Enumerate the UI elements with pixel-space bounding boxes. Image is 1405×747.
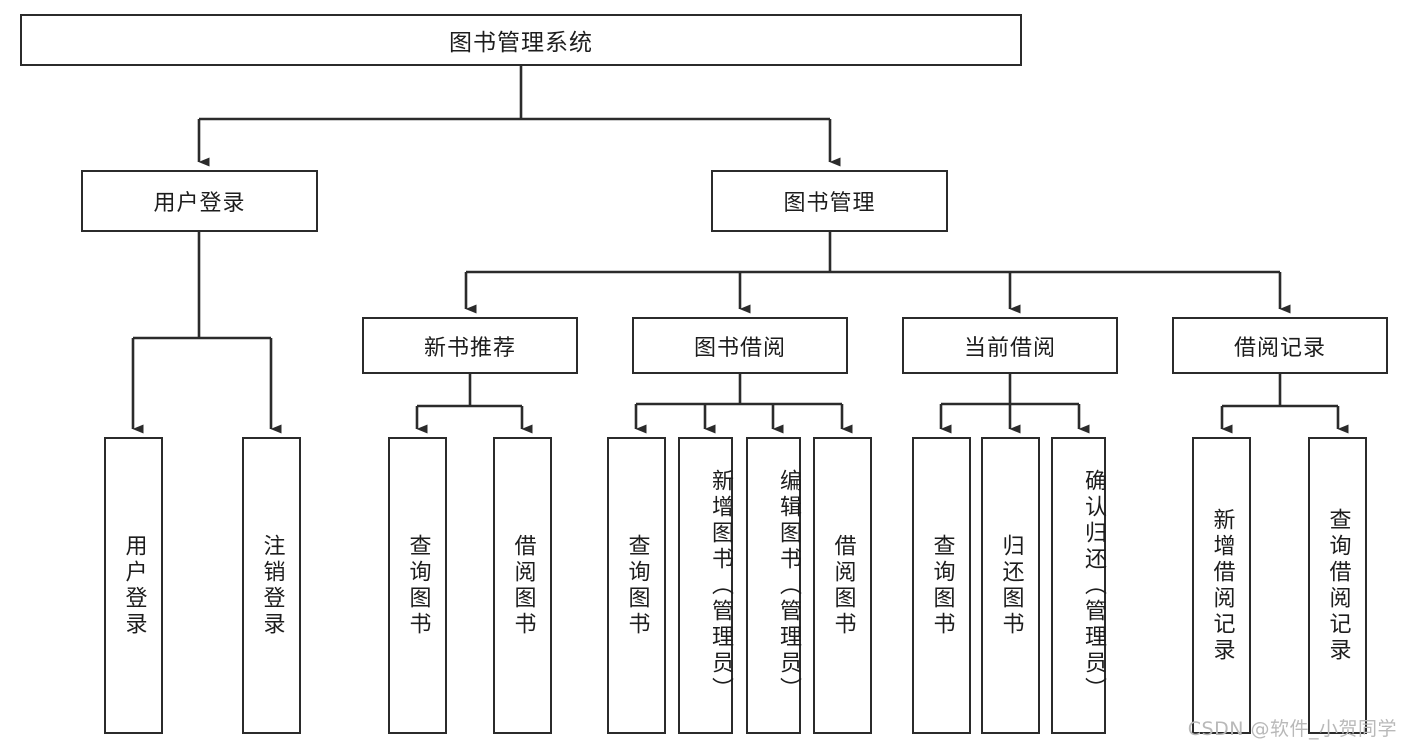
node-label: 图书管理系统 <box>449 30 593 56</box>
node-label: 新增图书（管理员） <box>708 468 733 703</box>
node-label: 当前借阅 <box>963 335 1056 361</box>
node-label: 借阅记录 <box>1233 335 1326 361</box>
leaf-query-book-current[interactable]: 查询图书 <box>912 437 971 734</box>
node-label: 借阅图书 <box>830 533 856 638</box>
node-label: 图书借阅 <box>693 335 786 361</box>
leaf-query-book-borrow[interactable]: 查询图书 <box>607 437 666 734</box>
leaf-query-borrow-record[interactable]: 查询借阅记录 <box>1308 437 1367 734</box>
node-root-book-management-system[interactable]: 图书管理系统 <box>20 14 1022 66</box>
node-new-book-recommendation[interactable]: 新书推荐 <box>362 317 578 374</box>
node-label: 注销登录 <box>259 533 285 638</box>
leaf-confirm-return-admin[interactable]: 确认归还（管理员） <box>1051 437 1106 734</box>
leaf-add-book-admin[interactable]: 新增图书（管理员） <box>678 437 733 734</box>
leaf-logout-login[interactable]: 注销登录 <box>242 437 301 734</box>
watermark-text: CSDN @软件_小贺同学 <box>1187 718 1397 740</box>
leaf-return-book[interactable]: 归还图书 <box>981 437 1040 734</box>
node-borrow-record[interactable]: 借阅记录 <box>1172 317 1388 374</box>
leaf-borrow-book[interactable]: 借阅图书 <box>813 437 872 734</box>
leaf-query-book-recommendation[interactable]: 查询图书 <box>388 437 447 734</box>
node-label: 查询借阅记录 <box>1325 507 1351 664</box>
node-book-management[interactable]: 图书管理 <box>711 170 948 232</box>
leaf-add-borrow-record[interactable]: 新增借阅记录 <box>1192 437 1251 734</box>
node-label: 借阅图书 <box>510 533 536 638</box>
leaf-borrow-book-recommendation[interactable]: 借阅图书 <box>493 437 552 734</box>
node-label: 确认归还（管理员） <box>1081 468 1106 703</box>
node-label: 查询图书 <box>624 533 650 638</box>
node-label: 新书推荐 <box>423 335 516 361</box>
node-label: 编辑图书（管理员） <box>776 468 801 703</box>
node-label: 查询图书 <box>929 533 955 638</box>
node-current-borrow[interactable]: 当前借阅 <box>902 317 1118 374</box>
node-label: 用户登录 <box>121 533 147 638</box>
node-label: 新增借阅记录 <box>1209 507 1235 664</box>
leaf-edit-book-admin[interactable]: 编辑图书（管理员） <box>746 437 801 734</box>
node-user-login[interactable]: 用户登录 <box>81 170 318 232</box>
node-label: 图书管理 <box>783 191 876 216</box>
node-book-borrow[interactable]: 图书借阅 <box>632 317 848 374</box>
node-label: 用户登录 <box>153 191 246 216</box>
node-label: 查询图书 <box>405 533 431 638</box>
leaf-user-login[interactable]: 用户登录 <box>104 437 163 734</box>
node-label: 归还图书 <box>998 533 1024 638</box>
